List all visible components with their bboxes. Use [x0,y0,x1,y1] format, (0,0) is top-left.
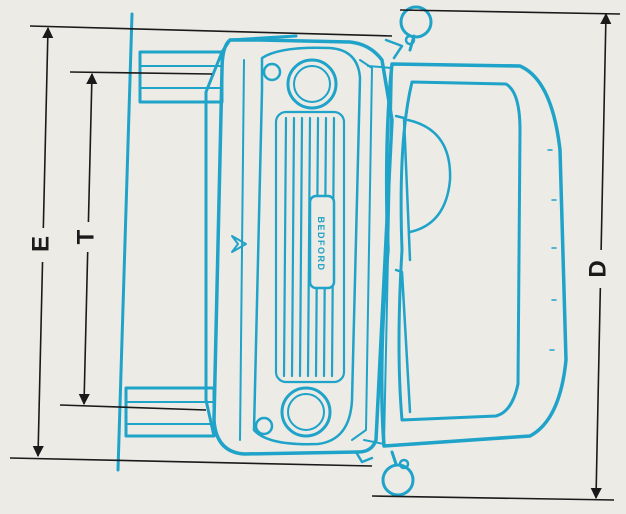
dim-label-t: T [72,229,99,244]
ext-line-t-top [69,71,213,75]
side-mirror-bottom [354,450,415,497]
headlamp-front [262,58,338,110]
dim-label-e: E [27,236,54,252]
ext-line-t-bottom [59,404,207,411]
ext-line-e-top [29,25,393,37]
front-body [212,38,394,456]
wiper-lower [394,268,412,414]
cab-outline [380,62,568,448]
headlamp-rear [254,386,332,438]
dim-label-d: D [584,260,611,277]
ext-line-d-top [399,9,621,15]
side-mirror-top [384,5,433,60]
bonnet-emblem [231,235,247,253]
ground-line [116,12,134,472]
body-side [204,50,224,438]
bedford-badge: BEDFORD [316,217,326,272]
grille-frame [252,46,362,446]
bedford-badge-plate [308,194,336,290]
ext-line-e-bottom [9,457,373,467]
wiper-upper [394,114,412,262]
windscreen [397,80,522,422]
ext-line-d-bottom [371,495,615,501]
cab-mirror [406,118,452,234]
wheel-rear [124,386,216,438]
vehicle-outline [116,5,568,497]
wheel-front [138,50,224,104]
